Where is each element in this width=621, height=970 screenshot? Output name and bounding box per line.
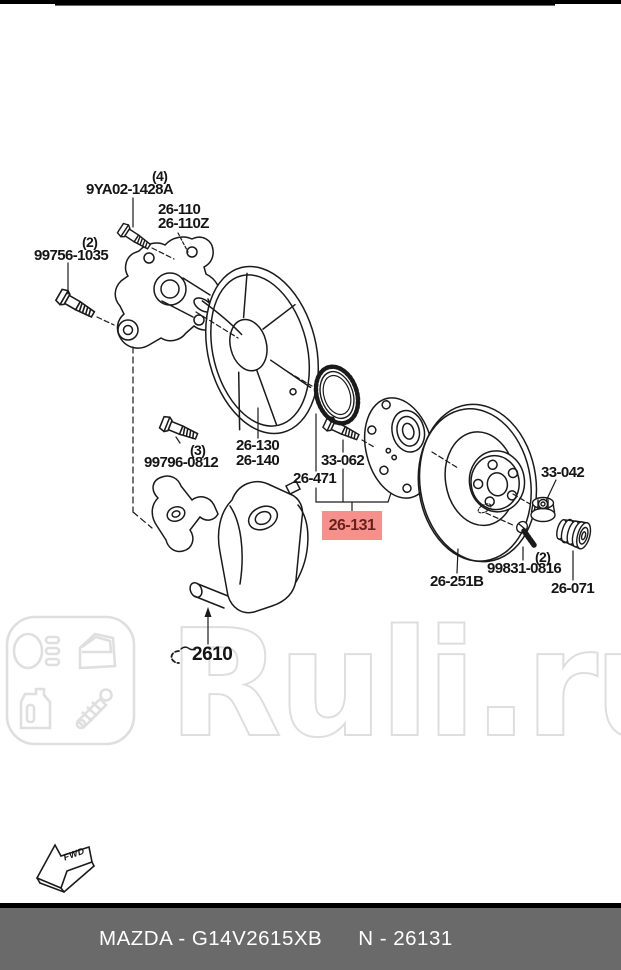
- footer-brand-part-number: MAZDA - G14V2615XB: [99, 927, 323, 950]
- footer-bar: MAZDA - G14V2615XB N - 26131: [0, 908, 621, 970]
- assembly-dashed-lines: [96, 247, 531, 529]
- footer-figure-number: N - 26131: [358, 927, 453, 950]
- wheel-hub: [363, 397, 435, 499]
- bearing-cap: [556, 518, 592, 550]
- bolt-99796: [158, 414, 201, 445]
- callout-26-130: 26-130: [236, 437, 280, 454]
- callout-ref-2610: 2610: [192, 644, 233, 665]
- set-screw: [516, 520, 537, 548]
- callout-26-251b: 26-251B: [430, 573, 484, 590]
- reference-symbol: [170, 646, 197, 664]
- callout-33-062: 33-062: [321, 452, 365, 469]
- callout-33-042: 33-042: [541, 464, 585, 481]
- bolt-99756: [54, 286, 98, 323]
- callout-26-140: 26-140: [236, 452, 280, 469]
- watermark-text: Ruli.ru: [167, 598, 621, 770]
- leader-lines: [67, 197, 574, 645]
- callout-qty-2-left: (2): [82, 234, 98, 250]
- abs-tone-ring: [313, 364, 361, 426]
- dust-shield: [201, 265, 320, 435]
- highlighted-part-26-131: 26-131: [322, 511, 382, 540]
- top-border: [0, 0, 621, 6]
- callout-26-471: 26-471: [293, 470, 337, 487]
- callout-99831-0816: 99831-0816: [487, 560, 562, 577]
- callout-26-110z: 26-110Z: [158, 215, 209, 232]
- callout-99756-1035: 99756-1035: [34, 247, 109, 264]
- brake-caliper: [151, 475, 309, 614]
- callout-qty-2-right: (2): [535, 549, 551, 565]
- watermark-logo: [5, 615, 136, 746]
- callout-26-110: 26-110: [158, 201, 201, 218]
- brake-rotor: [417, 403, 538, 563]
- fwd-arrow: [35, 843, 95, 893]
- lock-nut: [530, 496, 556, 523]
- callout-99796-0812: 99796-0812: [144, 454, 219, 471]
- callout-qty-3: (3): [190, 442, 206, 458]
- callout-26-071: 26-071: [551, 580, 595, 597]
- callout-qty-4: (4): [152, 168, 168, 184]
- callout-9ya02-1428a: 9YA02-1428A: [86, 181, 174, 198]
- bolt-9ya02: [115, 221, 154, 254]
- bottom-border: [0, 903, 621, 908]
- ref-arrowhead: [204, 607, 212, 617]
